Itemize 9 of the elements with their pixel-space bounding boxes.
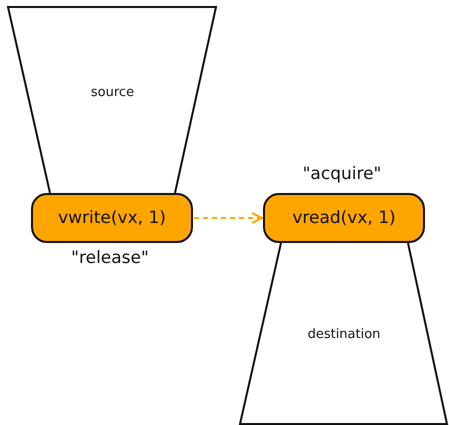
function-call-label: vread(vx, 1) <box>292 208 396 228</box>
region-label: destination <box>308 326 380 342</box>
process-pill <box>263 193 425 243</box>
region-label: source <box>90 84 134 100</box>
annotation-text: "release" <box>71 248 149 268</box>
process-pill <box>31 193 193 243</box>
function-call-label: vwrite(vx, 1) <box>58 208 166 228</box>
annotation-text: "acquire" <box>302 164 382 184</box>
dashed-arrow <box>194 212 263 224</box>
